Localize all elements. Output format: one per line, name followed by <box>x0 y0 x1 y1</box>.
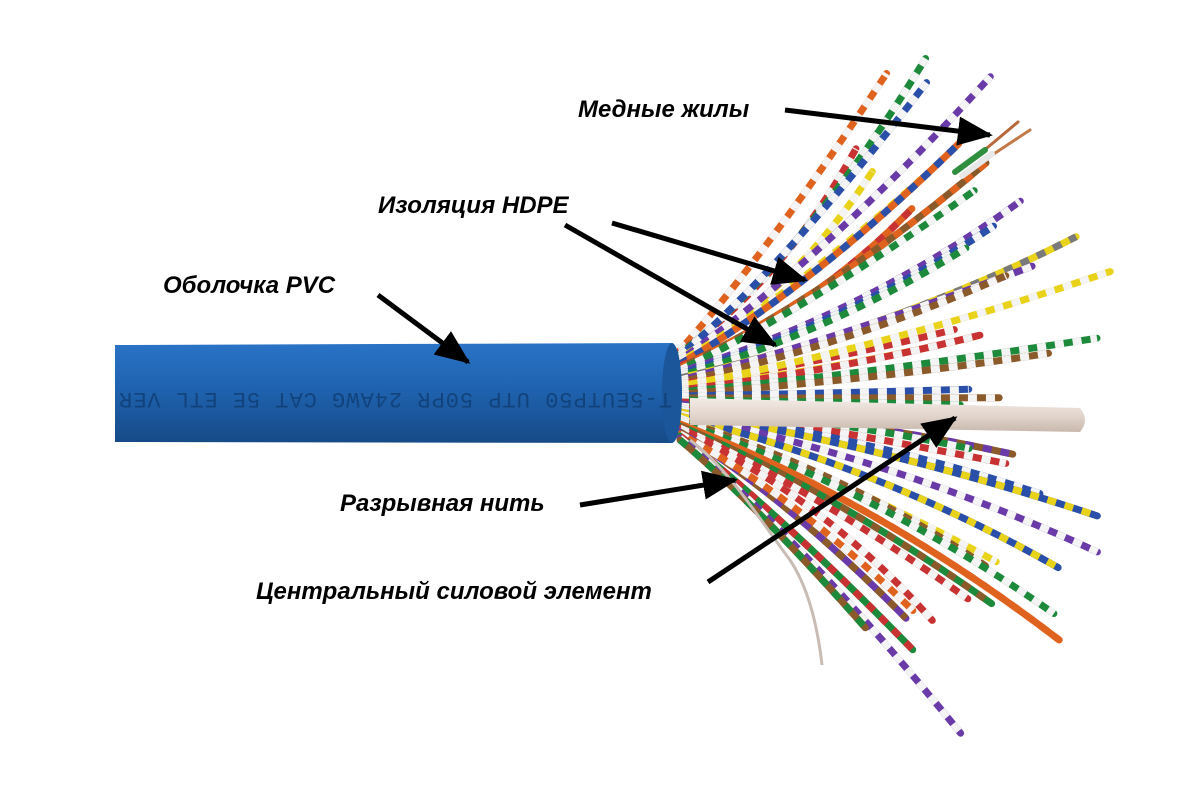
label-copper-conductors: Медные жилы <box>578 96 750 123</box>
twisted-pair-wire <box>676 73 994 364</box>
twisted-pair-stripe <box>679 412 1060 571</box>
twisted-pair-stripe <box>678 187 977 374</box>
pointer-arrows <box>376 107 993 585</box>
twisted-pair-wire <box>676 272 1010 386</box>
label-central-strength-member: Центральный силовой элемент <box>256 578 652 605</box>
label-pvc-jacket: Оболочка PVC <box>163 272 336 299</box>
twisted-pair-stripe <box>679 400 1014 458</box>
twisted-pair-stripe <box>679 410 1099 556</box>
arrow-pvc-jacket <box>376 292 471 365</box>
twisted-pair-wire <box>676 430 917 614</box>
rip-cord-thread <box>689 438 824 666</box>
twisted-pair-stripe <box>679 326 956 388</box>
twisted-pair-stripe <box>677 435 964 736</box>
twisted-pair-stripe <box>678 198 1023 376</box>
arrow-copper-conductors <box>784 107 993 146</box>
twisted-pair-stripe <box>677 437 869 631</box>
twisted-pair-stripe <box>678 141 962 368</box>
label-rip-cord: Разрывная нить <box>340 490 545 517</box>
copper-conductor-tips <box>952 120 1032 179</box>
twisted-pair-stripe <box>678 420 1062 643</box>
label-hdpe-insulation: Изоляция HDPE <box>378 192 569 219</box>
pvc-jacket: T-5EUTP50 UTP 50PR 24AWG CAT 5E ETL VER <box>115 343 682 443</box>
arrow-hdpe-insulation-a <box>611 220 808 285</box>
arrow-central-strength-member <box>706 415 958 585</box>
twisted-pair-stripe <box>677 80 930 359</box>
twisted-pair-stripe <box>678 426 935 623</box>
arrow-rip-cord <box>579 470 738 508</box>
central-strength-member-rod <box>690 398 1085 432</box>
twisted-pair-wire <box>676 349 1052 398</box>
twisted-pair-stripe <box>679 334 1098 396</box>
twisted-pairs-bundle <box>676 55 1114 737</box>
twisted-pair-stripe <box>678 418 1056 617</box>
twisted-pair-stripe <box>679 245 968 380</box>
twisted-pair-stripe <box>679 268 1112 390</box>
jacket-print: T-5EUTP50 UTP 50PR 24AWG CAT 5E ETL VER <box>118 386 672 411</box>
arrow-hdpe-insulation-b <box>563 222 778 348</box>
